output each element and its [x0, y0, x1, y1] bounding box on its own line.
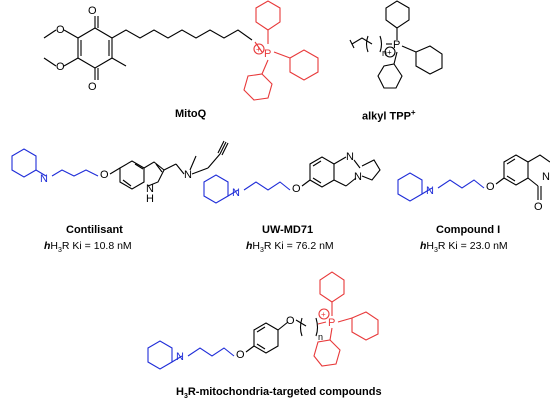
mitoq-o-methoxy1: O — [56, 24, 65, 36]
targeted-o2: O — [286, 315, 295, 327]
uwmd71-ki-sub: 3 — [260, 247, 264, 255]
contilisant-n-amine: N — [184, 169, 192, 181]
targeted-rest: R-mitochondria-targeted compounds — [187, 386, 382, 398]
alkyl-tpp-name: alkyl TPP — [362, 110, 411, 123]
compoundi-ki-text: R Ki = 23.0 nM — [437, 240, 508, 252]
compound-i-structure: N O O N — [397, 154, 550, 213]
contilisant-label: Contilisant — [66, 224, 123, 236]
contilisant-h-indole: H — [146, 193, 154, 205]
compoundi-ki-H: H — [426, 240, 435, 252]
alkyl-plus: + — [387, 48, 392, 57]
contilisant-ki-sub: 3 — [58, 247, 62, 255]
uwmd71-ki-H: H — [252, 240, 261, 252]
contilisant-ki-H: H — [50, 240, 59, 252]
contilisant-o: O — [100, 169, 109, 181]
uwmd71-o: O — [292, 183, 301, 195]
compoundi-n-lactam: N — [542, 171, 550, 183]
targeted-structure: N O O n P + — [147, 271, 379, 370]
uw-md71-structure: N O N N — [203, 151, 381, 204]
compoundi-n-piperidine: N — [426, 185, 434, 197]
compound-i-ki: hH3R Ki = 23.0 nM — [420, 240, 508, 254]
contilisant-ki-h: h — [44, 240, 51, 252]
mitoq-o-methoxy2: O — [56, 61, 65, 73]
alkyl-n: n — [382, 48, 387, 58]
contilisant-ki: hH3R Ki = 10.8 nM — [44, 240, 132, 254]
mitoq-p-atom: P — [264, 48, 271, 60]
uw-md71-label: UW-MD71 — [262, 224, 314, 236]
targeted-p-atom: P — [328, 317, 335, 329]
uwmd71-ki-h: h — [246, 240, 253, 252]
uwmd71-n-ring: N — [346, 151, 354, 163]
compoundi-o: O — [486, 181, 495, 193]
uwmd71-n-ring2: N — [354, 171, 362, 183]
compoundi-o-carbonyl: O — [534, 201, 543, 213]
mitoq-structure: O O O O P + — [43, 0, 319, 101]
uw-md71-ki: hH3R Ki = 76.2 nM — [246, 240, 334, 254]
mitoq-plus: + — [256, 45, 261, 54]
compound-i-label: Compound I — [436, 224, 501, 236]
contilisant-n-indole: N — [146, 183, 154, 195]
mitoq-o-bottom: O — [88, 81, 97, 93]
alkyl-p-atom: P — [393, 39, 400, 51]
targeted-label: H3R-mitochondria-targeted compounds — [176, 386, 382, 400]
alkyl-tpp-structure: n P + — [349, 0, 443, 89]
targeted-h: H — [176, 386, 184, 398]
contilisant-n-piperidine: N — [40, 173, 48, 185]
mitoq-label: MitoQ — [175, 108, 207, 120]
targeted-o1: O — [236, 349, 245, 361]
uwmd71-ki-text: R Ki = 76.2 nM — [263, 240, 334, 252]
targeted-n-piperidine: N — [176, 351, 184, 363]
compoundi-ki-h: h — [420, 240, 427, 252]
targeted-n: n — [318, 332, 323, 342]
mitoq-o-top: O — [88, 5, 97, 17]
targeted-sub: 3 — [183, 393, 188, 401]
uwmd71-n-piperidine: N — [232, 187, 240, 199]
alkyl-tpp-label: alkyl TPP+ — [362, 108, 416, 123]
contilisant-structure: N O N N H — [11, 140, 229, 205]
contilisant-ki-text: R Ki = 10.8 nM — [61, 240, 132, 252]
compoundi-ki-sub: 3 — [434, 247, 438, 255]
alkyl-tpp-charge: + — [410, 108, 416, 117]
targeted-plus: + — [321, 310, 326, 319]
